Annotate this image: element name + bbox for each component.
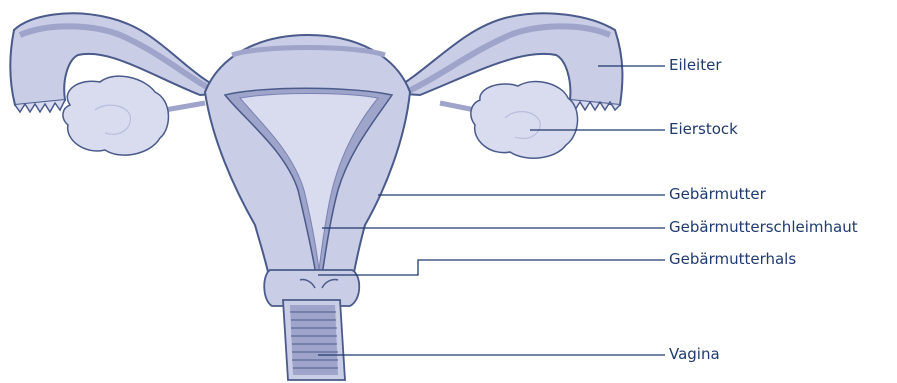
label-gebaermutterschleimhaut: Gebärmutterschleimhaut [669, 218, 858, 236]
uterus-body [205, 35, 410, 282]
label-eileiter: Eileiter [669, 56, 722, 74]
leader-hals [318, 260, 665, 275]
label-gebaermutter: Gebärmutter [669, 185, 766, 203]
vagina-tube [283, 300, 345, 380]
label-eierstock: Eierstock [669, 120, 738, 138]
label-vagina: Vagina [669, 345, 720, 363]
label-gebaermutterhals: Gebärmutterhals [669, 250, 796, 268]
right-ovary [440, 82, 578, 159]
